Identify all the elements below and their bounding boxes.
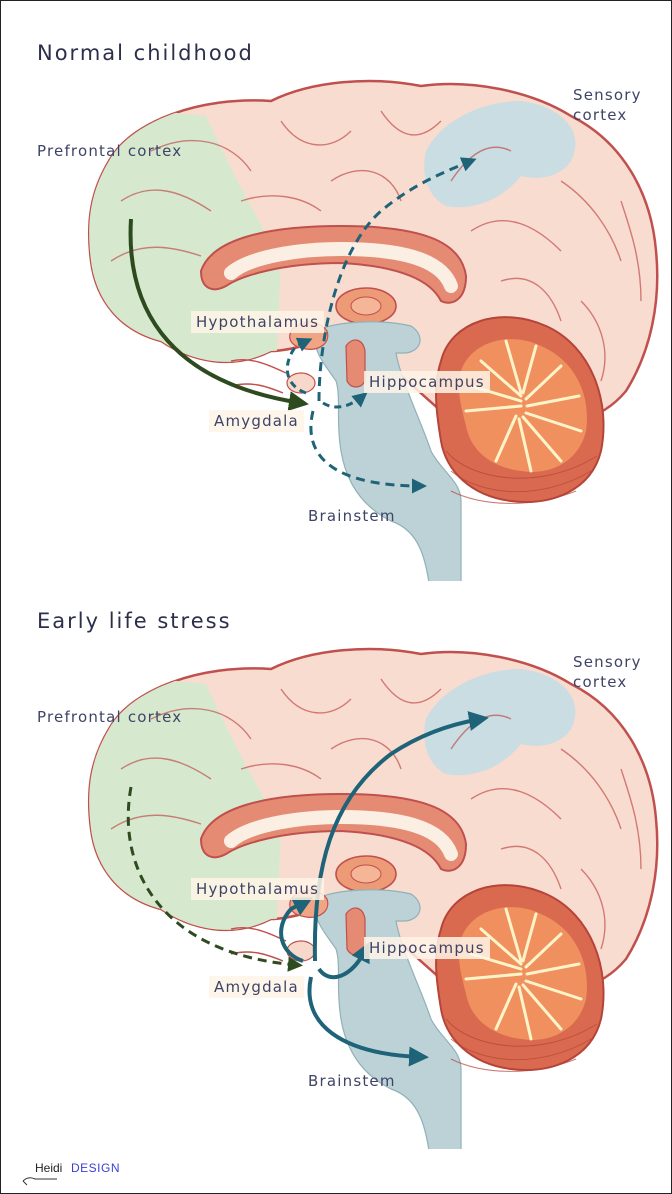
panel-2-label-prefrontal: Prefrontal cortex [37, 707, 182, 727]
panel-1-label-amygdala: Amygdala [209, 410, 304, 432]
panel-2-label-sensory: Sensory cortex [573, 652, 653, 692]
panel-2-label-hippocampus: Hippocampus [364, 937, 490, 959]
logo-suffix: DESIGN [71, 1161, 120, 1175]
panel-2-brain-diagram [1, 569, 671, 1149]
panel-1-label-prefrontal: Prefrontal cortex [37, 141, 182, 161]
panel-2-label-amygdala: Amygdala [209, 976, 304, 998]
panel-1-label-sensory: Sensory cortex [573, 85, 653, 125]
panel-1-label-hypothalamus: Hypothalamus [191, 311, 324, 333]
panel-2-label-hypothalamus: Hypothalamus [191, 878, 324, 900]
panel-1-brain-diagram [1, 1, 671, 581]
logo-name: Heidi [35, 1161, 62, 1175]
panel-2-label-brainstem: Brainstem [308, 1071, 396, 1091]
panel-1-label-brainstem: Brainstem [308, 506, 396, 526]
panel-1-label-hippocampus: Hippocampus [364, 371, 490, 393]
hippocampus-structure [346, 340, 365, 387]
heidi-design-logo: Heidi DESIGN [21, 1159, 131, 1183]
